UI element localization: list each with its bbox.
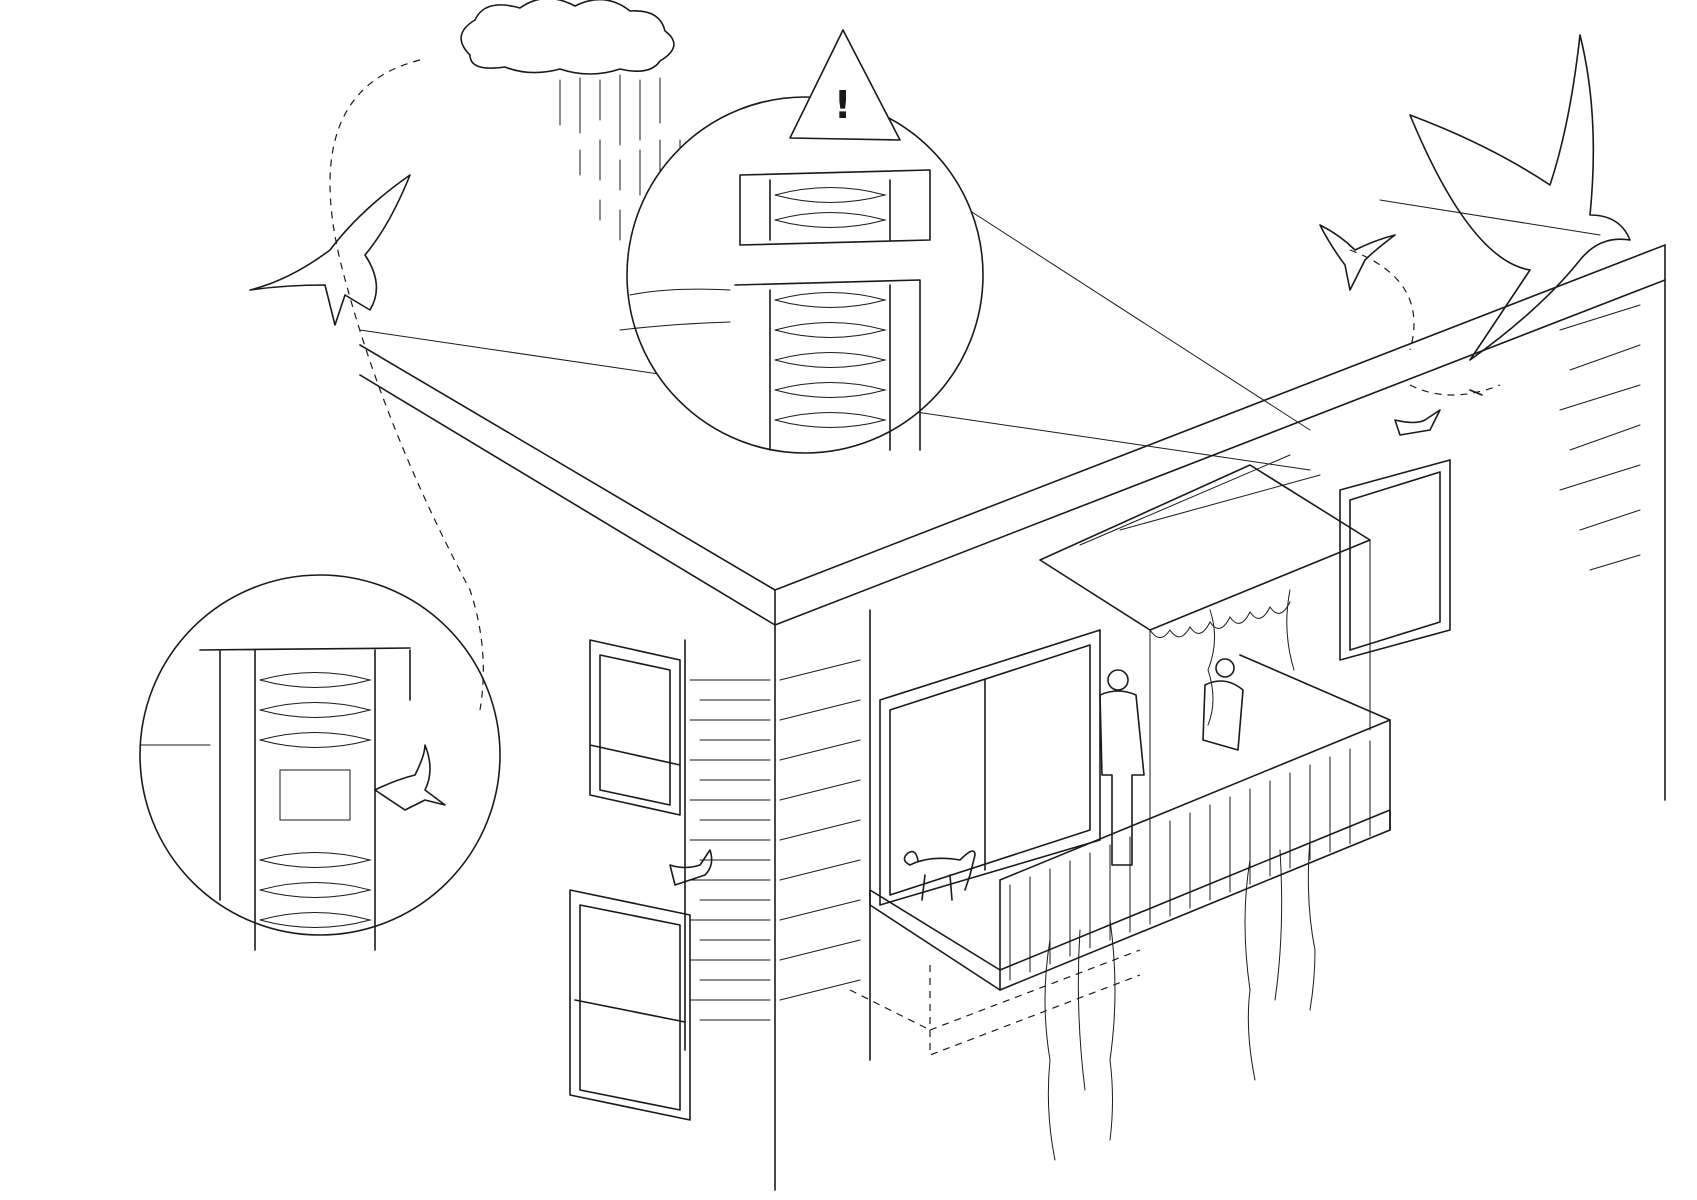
bird-icon	[249, 34, 1631, 886]
wall-detail-left	[139, 574, 501, 951]
wall-detail-top	[619, 96, 984, 454]
right-windows	[879, 459, 1451, 906]
cloud-icon	[460, 0, 675, 75]
brick-pier	[684, 304, 1641, 1191]
dog-icon	[903, 850, 976, 901]
balcony	[849, 654, 1391, 1056]
roof	[359, 184, 1666, 801]
awning	[1039, 454, 1371, 901]
left-windows	[569, 639, 691, 1121]
warning-symbol: !	[834, 83, 851, 127]
plant-icon	[1044, 589, 1316, 1161]
warning-triangle-icon: !	[789, 29, 901, 141]
flight-path	[329, 59, 484, 711]
person-icon	[1099, 658, 1244, 866]
